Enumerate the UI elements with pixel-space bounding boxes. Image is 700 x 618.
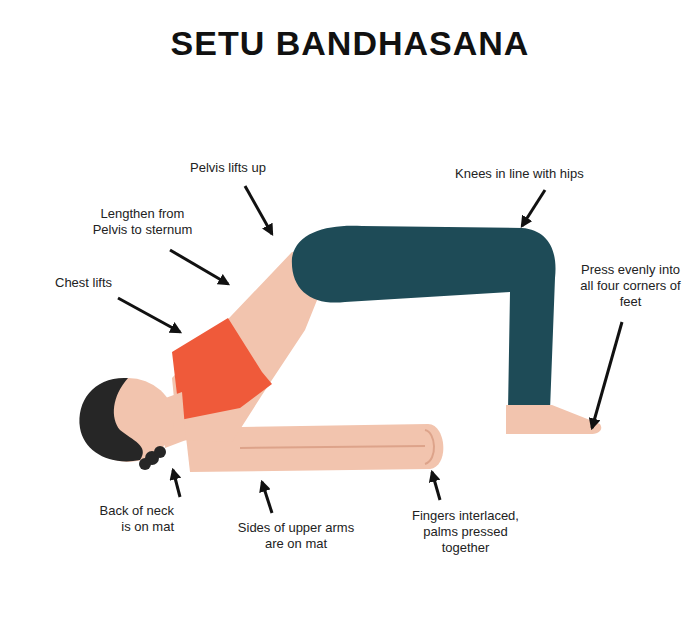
leader-arrow — [522, 190, 545, 226]
leader-arrow — [170, 250, 228, 284]
callout-label: Chest lifts — [55, 275, 145, 291]
callout-label: Sides of upper arms are on mat — [232, 520, 360, 552]
leader-arrow — [432, 472, 440, 500]
callout-label: Back of neck is on mat — [92, 503, 174, 535]
leader-arrow — [173, 470, 180, 497]
leggings — [292, 226, 556, 410]
callout-label: Press evenly into all four corners of fe… — [578, 262, 683, 310]
hair-bun — [139, 458, 151, 470]
arm-gap — [240, 446, 425, 448]
hair — [79, 378, 142, 462]
leader-arrow — [592, 322, 622, 428]
callout-label: Knees in line with hips — [455, 166, 635, 182]
pose-title: SETU BANDHASANA — [0, 24, 700, 63]
leader-arrow — [118, 298, 180, 332]
hair-bun — [154, 446, 166, 458]
feet — [506, 405, 601, 434]
callout-label: Pelvis lifts up — [190, 160, 300, 176]
leader-arrow — [262, 482, 272, 513]
callout-label: Fingers interlaced, palms pressed togeth… — [398, 508, 533, 556]
leader-arrow — [245, 186, 272, 234]
hands — [425, 430, 434, 464]
leader-lines — [118, 186, 622, 513]
crop-top — [172, 318, 272, 420]
callout-label: Lengthen from Pelvis to sternum — [85, 206, 200, 238]
